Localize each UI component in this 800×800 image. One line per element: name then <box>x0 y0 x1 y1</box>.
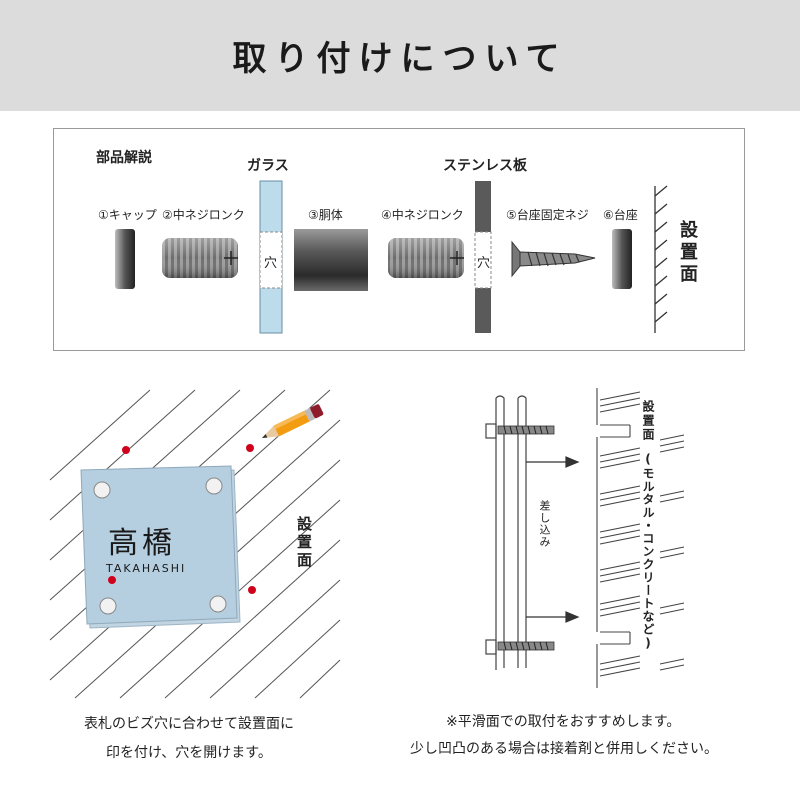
steel-hole-label: 穴 <box>477 256 491 271</box>
base-screw-part <box>511 240 596 278</box>
left-caption-line1: 表札のビズ穴に合わせて設置面に <box>84 716 294 732</box>
cap-part <box>115 229 135 289</box>
part-label-cap: ①キャップ <box>98 208 157 222</box>
part-label-screw-2: ④中ネジロンク <box>381 208 464 222</box>
pencil-icon <box>262 404 324 438</box>
surface-label-right: 設置面 <box>641 400 655 442</box>
right-caption-line2: 少し凹凸のある場合は接着剤と併用しください。 <box>410 741 718 757</box>
page-title: 取り付けについて <box>232 39 568 79</box>
part-label-screw-1: ②中ネジロンク <box>162 208 245 222</box>
side-view-screws <box>497 425 555 651</box>
header-banner: 取り付けについて <box>0 0 800 111</box>
steel-plate-label: ステンレス板 <box>443 158 527 174</box>
steel-plate <box>474 181 492 333</box>
wall-hatching-right <box>596 388 685 688</box>
insert-arrows <box>526 456 580 623</box>
right-caption-line1: ※平滑面での取付をおすすめします。 <box>446 714 681 730</box>
glass-hole-label: 穴 <box>264 256 278 271</box>
inner-screw-2-part <box>388 238 464 278</box>
surface-note-right: (モルタル・コンクリートなど) <box>641 452 655 651</box>
part-label-base: ⑥台座 <box>603 208 638 222</box>
side-view-plate <box>485 395 527 670</box>
parts-diagram-box <box>53 128 745 351</box>
part-label-body: ③胴体 <box>308 208 343 222</box>
nameplate-caps <box>93 477 227 615</box>
glass-panel <box>259 180 283 334</box>
hole-markers <box>108 444 256 594</box>
inner-screw-1-part <box>162 238 238 278</box>
left-caption-line2: 印を付け、穴を開けます。 <box>106 745 272 761</box>
body-part <box>294 229 368 291</box>
surface-label-left: 設置面 <box>295 516 313 570</box>
parts-section-title: 部品解説 <box>96 150 152 166</box>
nameplate-kanji: 高橋 <box>108 526 176 561</box>
nameplate-roman: TAKAHASHI <box>106 562 187 575</box>
surface-label-parts: 設置面 <box>677 220 698 286</box>
insert-label: 差し込み <box>538 500 551 548</box>
nameplate <box>80 465 241 629</box>
glass-label: ガラス <box>247 158 289 174</box>
base-part <box>612 229 632 289</box>
wall-hatching-parts <box>654 185 668 333</box>
part-label-base-screw: ⑤台座固定ネジ <box>506 208 589 222</box>
